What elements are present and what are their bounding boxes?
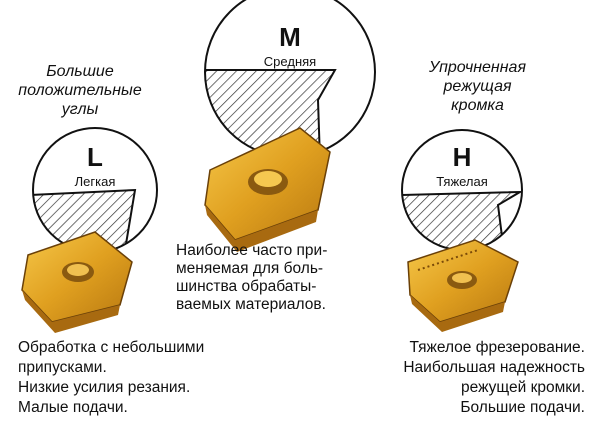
description-line: меняемая для боль- — [176, 260, 324, 277]
feature-line: Большие — [46, 63, 114, 80]
description-line: припусками. — [18, 359, 107, 376]
description-line: Малые подачи. — [18, 399, 128, 416]
description-medium: Наиболее часто при- меняемая для боль- ш… — [176, 242, 327, 314]
feature-line: углы — [61, 101, 99, 118]
description-line: Тяжелое фрезерование. — [409, 339, 585, 356]
type-name-light: Легкая — [74, 174, 116, 189]
insert-heavy — [407, 239, 519, 332]
feature-line: режущая — [443, 78, 512, 95]
feature-line: положительные — [18, 82, 142, 99]
description-line: Низкие усилия резания. — [18, 379, 191, 396]
type-letter-h: H — [452, 142, 472, 172]
feature-line: Упрочненная — [429, 59, 526, 76]
description-line: ваемых материалов. — [176, 296, 326, 313]
description-line: шинства обрабаты- — [176, 278, 317, 295]
type-name-heavy: Тяжелая — [436, 174, 488, 189]
description-line: режущей кромки. — [461, 379, 585, 396]
description-light: Обработка с небольшими припусками. Низки… — [18, 338, 204, 418]
description-line: Обработка с небольшими — [18, 339, 205, 356]
description-line: Большие подачи. — [460, 399, 585, 416]
insert-medium — [204, 127, 331, 252]
type-name-medium: Средняя — [263, 54, 317, 69]
description-line: Наибольшая надежность — [403, 359, 585, 376]
insert-light — [21, 231, 133, 333]
description-heavy: Тяжелое фрезерование. Наибольшая надежно… — [403, 338, 585, 418]
feature-heavy: Упрочненная режущая кромка — [405, 58, 550, 115]
feature-line: кромка — [451, 97, 504, 114]
feature-light: Большие положительные углы — [10, 62, 150, 119]
type-letter-m: M — [279, 22, 301, 52]
description-line: Наиболее часто при- — [176, 242, 328, 259]
type-letter-l: L — [87, 142, 103, 172]
